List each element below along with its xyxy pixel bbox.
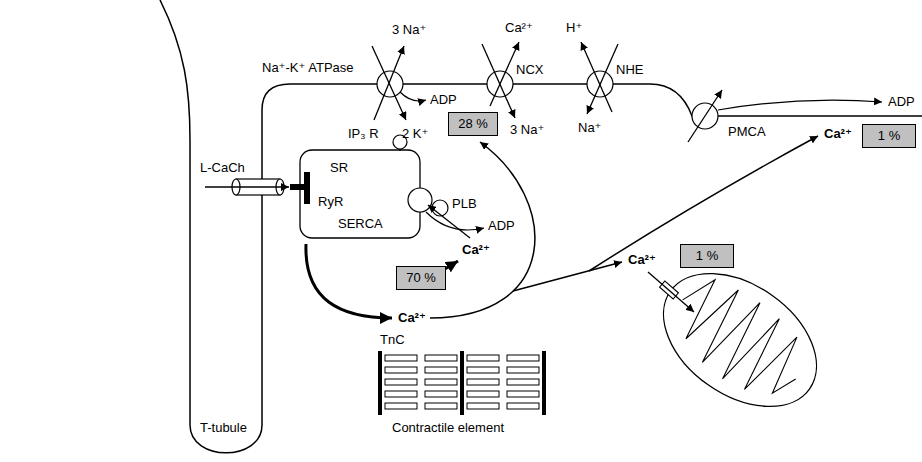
part-label: TnC: [380, 332, 405, 348]
filament: [385, 367, 417, 373]
mitochondrion: [639, 246, 841, 434]
filament: [467, 367, 499, 373]
part-label: SR: [330, 160, 348, 176]
filament: [385, 379, 417, 385]
filament: [467, 379, 499, 385]
ca-uptake-arrow: [648, 272, 694, 312]
part-label: ADP: [430, 92, 457, 108]
part-label: Ca²⁺: [505, 20, 533, 36]
part-label: Ca²⁺: [628, 252, 656, 268]
sarcomere: [378, 351, 546, 415]
filament: [425, 379, 457, 385]
ca-efflux-arrow: [430, 142, 535, 318]
part-label: PLB: [452, 196, 477, 212]
filament: [467, 403, 499, 409]
part-label: IP₃ R: [348, 126, 379, 142]
part-label: Ca²⁺: [462, 242, 490, 258]
ca-mito-arrow: [513, 262, 622, 291]
filament: [385, 391, 417, 397]
ryanodine-receptor: [304, 172, 310, 204]
ca-influx-arrow: [205, 186, 289, 187]
percentage-value: 1 %: [696, 248, 718, 264]
flux-arrow: [372, 46, 406, 120]
filament: [425, 367, 457, 373]
part-label: NHE: [616, 62, 643, 78]
flux-arrow: [688, 90, 722, 142]
part-label: NCX: [516, 62, 543, 78]
part-label: Na⁺: [578, 120, 601, 136]
filament: [467, 391, 499, 397]
mitochondrion-cristae: [659, 265, 820, 413]
percentage-box: 1 %: [862, 124, 916, 148]
flux-arrow: [587, 44, 618, 114]
part-label: RyR: [318, 194, 343, 210]
percentage-box: 1 %: [680, 244, 734, 268]
part-label: Contractile element: [392, 420, 504, 436]
serca-pump: [408, 188, 432, 212]
part-label: L-CaCh: [200, 160, 245, 176]
part-label: ADP: [888, 94, 915, 110]
sarcoplasmic-reticulum: [300, 150, 420, 238]
filament: [425, 403, 457, 409]
phospholamban: [432, 200, 448, 216]
percentage-value: 70 %: [406, 270, 436, 286]
flux-arrow: [482, 44, 515, 118]
part-label: 3 Na⁺: [392, 22, 426, 38]
mitochondrion-outer: [639, 246, 841, 434]
flux-arrow: [581, 42, 612, 112]
filament: [507, 355, 539, 361]
part-label: 2 K⁺: [402, 126, 428, 142]
part-label: ADP: [488, 218, 515, 234]
filament: [385, 355, 417, 361]
filaments: [385, 355, 539, 409]
z-line: [378, 351, 382, 415]
filament: [425, 391, 457, 397]
flux-arrow: [490, 42, 519, 106]
percentage-box: 28 %: [448, 112, 498, 136]
filament: [507, 367, 539, 373]
filament: [385, 403, 417, 409]
adp-arrow: [426, 212, 484, 230]
filament: [507, 403, 539, 409]
part-label: H⁺: [566, 20, 582, 36]
adp-arrow: [718, 100, 882, 110]
z-line: [460, 351, 464, 415]
cell-membrane: [160, 0, 922, 453]
part-label: PMCA: [728, 124, 766, 140]
filament: [507, 379, 539, 385]
part-label: Ca²⁺: [824, 126, 852, 142]
filament: [507, 391, 539, 397]
ca-release-arrow: [306, 244, 392, 318]
filament: [467, 355, 499, 361]
part-label: Ca²⁺: [398, 310, 426, 326]
adp-arrow: [400, 92, 426, 101]
part-label: SERCA: [338, 216, 383, 232]
part-label: 3 Na⁺: [510, 122, 544, 138]
part-label: T-tubule: [200, 420, 247, 436]
percentage-value: 28 %: [458, 116, 488, 132]
z-line: [542, 351, 546, 415]
filament: [425, 355, 457, 361]
ca-pmca-arrow: [589, 136, 818, 271]
ryanodine-receptor: [290, 184, 305, 190]
percentage-box: 70 %: [396, 266, 446, 290]
percentage-value: 1 %: [878, 128, 900, 144]
part-label: Na⁺-K⁺ ATPase: [262, 60, 354, 76]
